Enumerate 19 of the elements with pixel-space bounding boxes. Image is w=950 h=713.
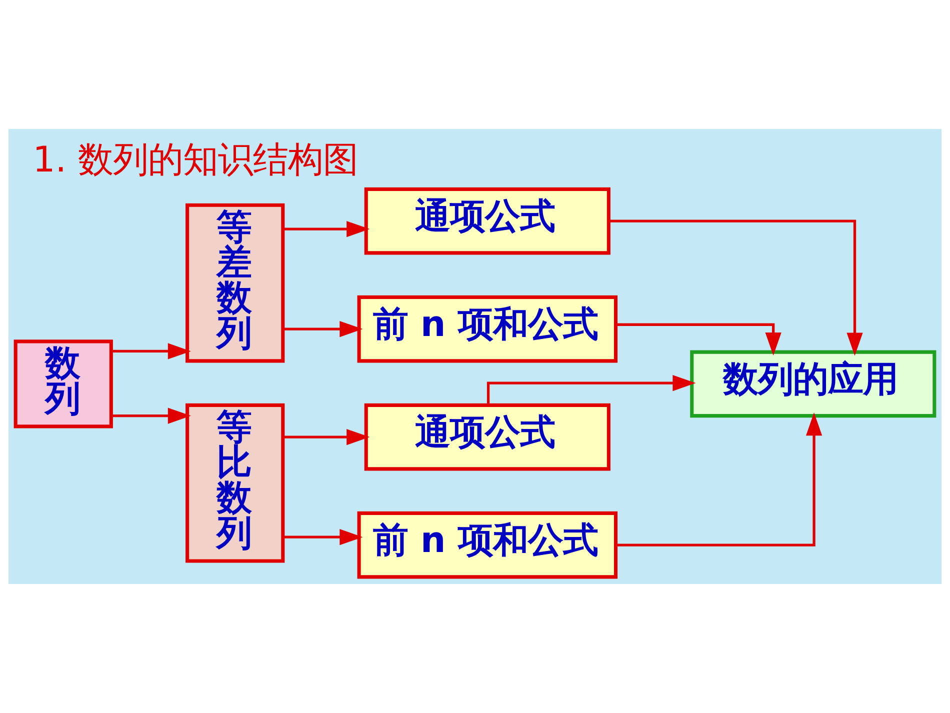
arrow [608,220,863,356]
arrow [283,220,370,238]
arrow [283,529,363,546]
node-box: 等差数列 [186,203,285,363]
node-box: 通项公式 [364,187,610,255]
arrow [283,428,370,446]
arrow [111,343,191,360]
arrow [111,408,191,424]
diagram-title: 1. 数列的知识结构图 [32,139,358,180]
node-box: 通项公式 [364,403,610,471]
arrow [616,412,822,546]
node-box: 前 n 项和公式 [357,511,618,579]
node-box: 等比数列 [186,403,285,563]
arrow [283,320,363,338]
node-box: 数列的应用 [690,350,936,418]
node-box: 前 n 项和公式 [357,295,618,363]
arrow [616,323,782,356]
node-box: 数列 [14,340,113,428]
arrow [486,374,696,406]
